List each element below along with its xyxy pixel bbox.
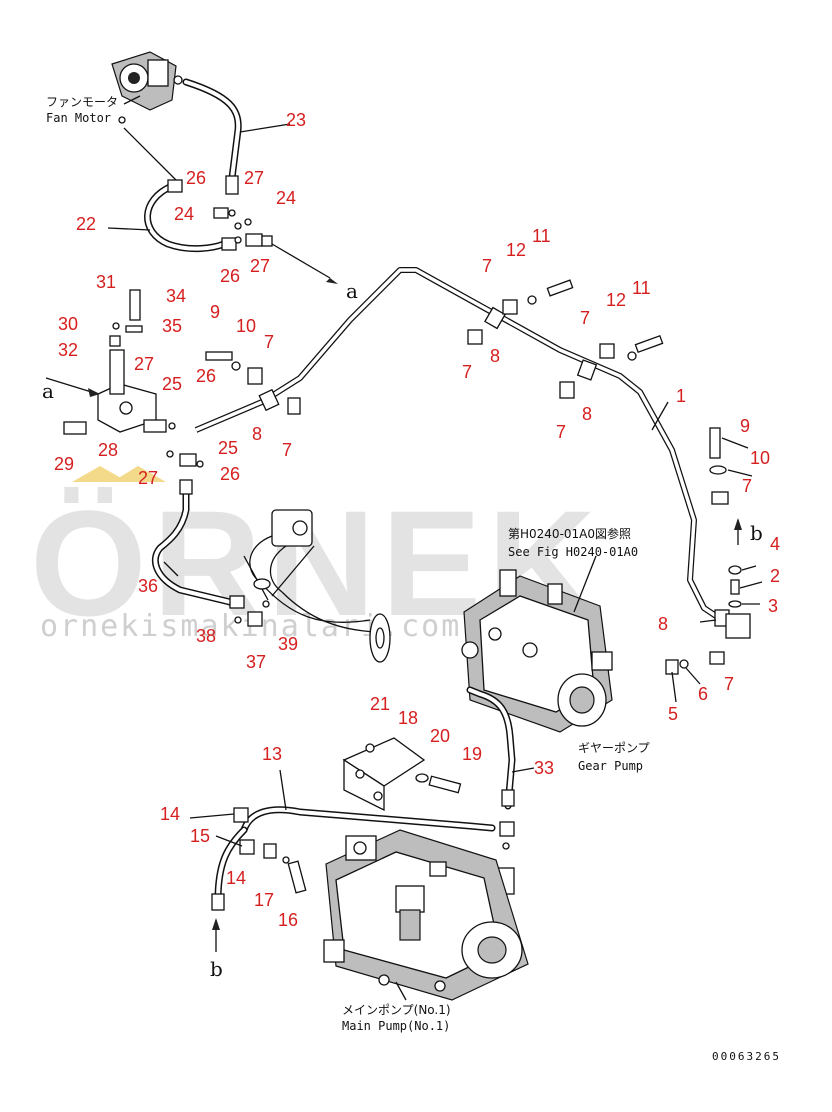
label-fan-motor-jp: ファンモータ	[46, 95, 118, 109]
fan-motor	[111, 51, 183, 124]
part-number-36: 36	[138, 576, 158, 596]
part-number-24: 24	[276, 188, 296, 208]
part-number-23: 23	[286, 110, 306, 130]
part-number-38: 38	[196, 626, 216, 646]
part-number-29: 29	[54, 454, 74, 474]
part-number-7: 7	[742, 476, 752, 496]
part-number-4: 4	[770, 534, 780, 554]
part-number-24: 24	[174, 204, 194, 224]
part-number-8: 8	[252, 424, 262, 444]
part-number-7: 7	[282, 440, 292, 460]
part-number-21: 21	[370, 694, 390, 714]
part-number-28: 28	[98, 440, 118, 460]
ref-b-right: b	[750, 521, 763, 545]
watermark-accent-right	[112, 466, 166, 482]
part-number-25: 25	[162, 374, 182, 394]
manifold-block	[63, 289, 176, 435]
label-gear-pump-jp: ギヤーポンプ	[578, 741, 650, 755]
part-number-11: 11	[532, 226, 551, 246]
part-number-25: 25	[218, 438, 238, 458]
part-number-37: 37	[246, 652, 266, 672]
part-number-1: 1	[676, 386, 686, 406]
part-number-26: 26	[186, 168, 206, 188]
part-number-26: 26	[220, 266, 240, 286]
ref-b-bottom: b	[210, 957, 223, 981]
part-number-34: 34	[166, 286, 186, 306]
part-number-32: 32	[58, 340, 78, 360]
part-number-14: 14	[226, 868, 246, 888]
label-see-fig-jp: 第H0240-01A0図参照	[508, 526, 631, 541]
part-number-35: 35	[162, 316, 182, 336]
part-number-9: 9	[210, 302, 220, 322]
label-main-pump-en: Main Pump(No.1)	[342, 1019, 450, 1033]
part-number-5: 5	[668, 704, 678, 724]
part-number-7: 7	[482, 256, 492, 276]
part-number-31: 31	[96, 272, 116, 292]
part-number-16: 16	[278, 910, 298, 930]
part-number-33: 33	[534, 758, 554, 778]
label-see-fig-en: See Fig H0240-01A0	[508, 545, 638, 559]
part-number-8: 8	[658, 614, 668, 634]
main-pump	[323, 829, 529, 1001]
bracket	[342, 737, 429, 812]
part-number-39: 39	[278, 634, 298, 654]
part-number-7: 7	[724, 674, 734, 694]
part-number-12: 12	[606, 290, 626, 310]
part-numbers: 1 2 3 4 5 6 7 7 7 7 7 7 7 7 27 8 8 8 8 9…	[54, 110, 780, 930]
watermark-url: ornekismakinalari.com.tr	[40, 609, 521, 644]
part-number-15: 15	[190, 826, 210, 846]
part-number-27: 27	[250, 256, 270, 276]
part-number-11: 11	[632, 278, 651, 298]
label-main-pump-jp: メインポンプ(No.1)	[342, 1003, 451, 1017]
part-number-10: 10	[750, 448, 770, 468]
part-number-30: 30	[58, 314, 78, 334]
label-gear-pump-en: Gear Pump	[578, 759, 643, 773]
part-number-2: 2	[770, 566, 780, 586]
part-number-19: 19	[462, 744, 482, 764]
label-fan-motor-en: Fan Motor	[46, 111, 111, 125]
part-number-26: 26	[220, 464, 240, 484]
part-number-22: 22	[76, 214, 96, 234]
part-number-7: 7	[556, 422, 566, 442]
part-number-17: 17	[254, 890, 274, 910]
part-number-27: 27	[138, 468, 158, 488]
part-number-18: 18	[398, 708, 418, 728]
part-number-10: 10	[236, 316, 256, 336]
part-number-7: 7	[264, 332, 274, 352]
part-number-6: 6	[698, 684, 708, 704]
leader-lines	[107, 123, 763, 847]
part-number-27: 27	[244, 168, 264, 188]
part-number-7: 7	[462, 362, 472, 382]
part-number-26: 26	[196, 366, 216, 386]
part-number-27: 27	[134, 354, 154, 374]
valve-block-right	[725, 613, 751, 639]
part-number-13: 13	[262, 744, 282, 764]
ref-a-left: a	[42, 379, 54, 403]
watermark-accent-left	[72, 466, 128, 482]
part-number-3: 3	[768, 596, 778, 616]
fan-fittings	[213, 207, 273, 247]
part-number-12: 12	[506, 240, 526, 260]
part-number-14: 14	[160, 804, 180, 824]
drawing-code: 00063265	[712, 1050, 781, 1063]
part-number-20: 20	[430, 726, 450, 746]
part-number-9: 9	[740, 416, 750, 436]
gear-pump	[461, 569, 613, 733]
part-number-7: 7	[580, 308, 590, 328]
elbow-flange	[249, 509, 391, 663]
part-number-8: 8	[490, 346, 500, 366]
ref-a-top: a	[346, 279, 358, 303]
part-number-8: 8	[582, 404, 592, 424]
bolts-washers	[205, 279, 727, 794]
